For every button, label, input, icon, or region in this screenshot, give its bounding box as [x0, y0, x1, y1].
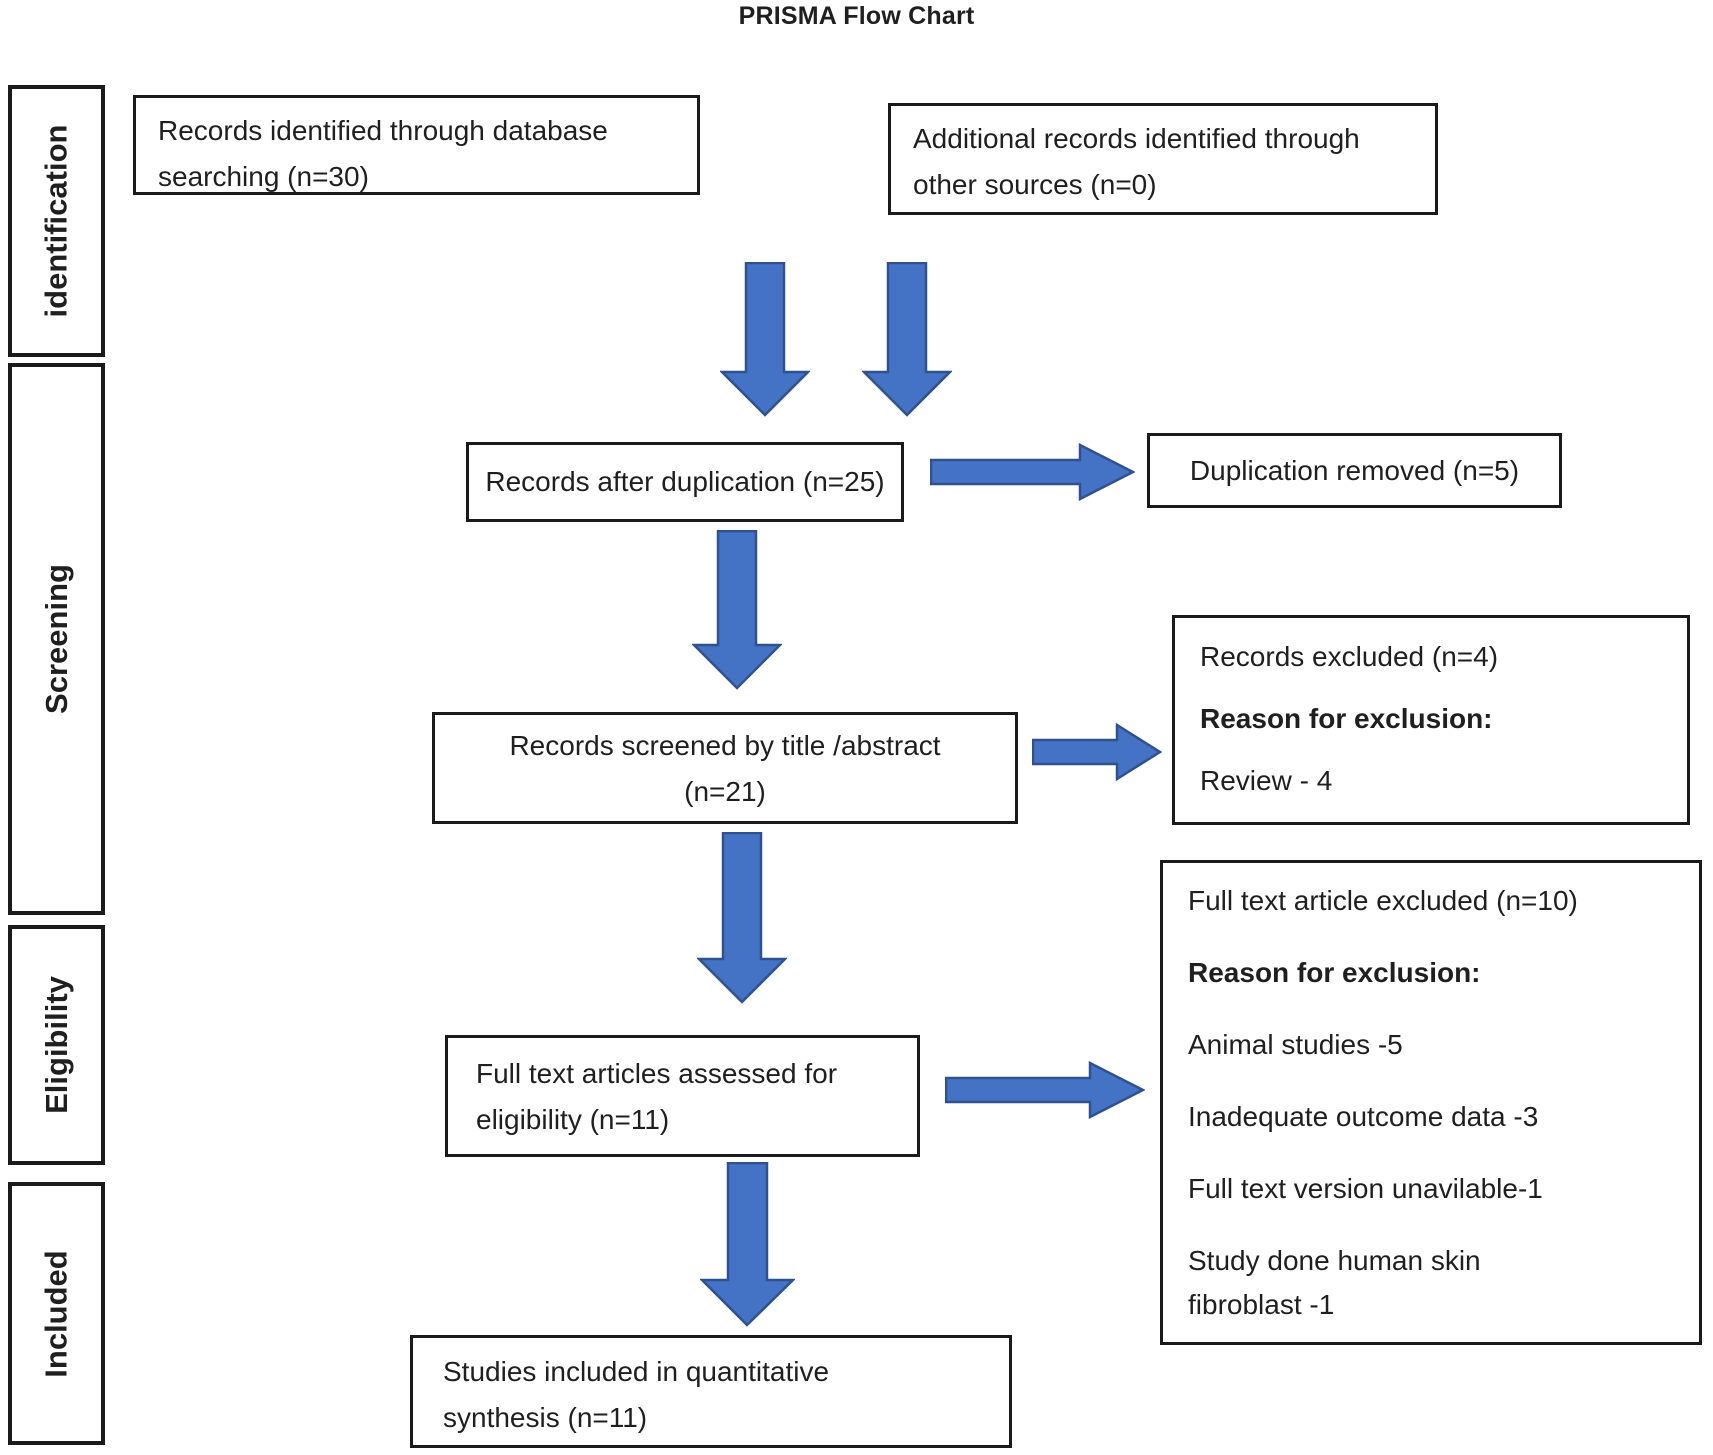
box-studies-included-line2: synthesis (n=11) — [443, 1402, 648, 1433]
box-full-text-assessed: Full text articles assessed for eligibil… — [445, 1035, 920, 1157]
box-records-screened-line1: Records screened by title /abstract — [509, 730, 941, 761]
box-full-text-assessed-line1: Full text articles assessed for — [476, 1058, 838, 1089]
box-records-excluded: Records excluded (n=4) Reason for exclus… — [1172, 615, 1690, 825]
box-records-excluded-reason-heading: Reason for exclusion: — [1200, 703, 1493, 734]
stage-box-screening: Screening — [8, 363, 105, 915]
box-full-text-excluded-reason-fibroblast: Study done human skin fibroblast -1 — [1188, 1245, 1481, 1320]
stage-label-eligibility: Eligibility — [38, 976, 74, 1114]
page-title: PRISMA Flow Chart — [738, 2, 975, 30]
down-arrow-database-to-dedup — [720, 262, 810, 417]
box-records-excluded-reason-review: Review - 4 — [1200, 765, 1333, 796]
down-arrow-fulltext-to-included — [700, 1162, 795, 1327]
stage-box-identification: identification — [8, 85, 105, 357]
box-records-excluded-title: Records excluded (n=4) — [1200, 641, 1499, 672]
box-full-text-excluded-reason-heading: Reason for exclusion: — [1188, 957, 1481, 988]
right-arrow-dedup-to-duplication-removed — [930, 443, 1135, 501]
right-arrow-fulltext-to-fulltext-excluded — [945, 1061, 1145, 1119]
box-records-identified-line1: Records identified through database — [158, 115, 608, 146]
box-studies-included-line1: Studies included in quantitative — [443, 1356, 830, 1387]
box-records-identified-line2: searching (n=30) — [158, 161, 369, 192]
box-full-text-excluded-reason-unavailable: Full text version unavilable-1 — [1188, 1173, 1543, 1204]
box-records-after-duplication: Records after duplication (n=25) — [466, 442, 904, 522]
box-records-screened-line2: (n=21) — [684, 776, 766, 807]
box-full-text-excluded-reason-animal: Animal studies -5 — [1188, 1029, 1403, 1060]
right-arrow-screened-to-records-excluded — [1032, 723, 1162, 781]
down-arrow-screened-to-fulltext — [697, 832, 787, 1004]
box-additional-records: Additional records identified through ot… — [888, 103, 1438, 215]
box-additional-records-line2: other sources (n=0) — [913, 169, 1157, 200]
box-records-identified: Records identified through database sear… — [133, 95, 700, 195]
stage-box-eligibility: Eligibility — [8, 925, 105, 1165]
down-arrow-dedup-to-screened — [692, 530, 782, 690]
box-full-text-excluded-title: Full text article excluded (n=10) — [1188, 885, 1578, 916]
box-records-after-duplication-text: Records after duplication (n=25) — [485, 466, 885, 497]
box-additional-records-line1: Additional records identified through — [913, 123, 1360, 154]
box-records-screened: Records screened by title /abstract (n=2… — [432, 712, 1018, 824]
box-full-text-excluded: Full text article excluded (n=10) Reason… — [1160, 860, 1702, 1345]
stage-box-included: Included — [8, 1182, 105, 1445]
down-arrow-other-sources-to-dedup — [862, 262, 952, 417]
box-full-text-assessed-line2: eligibility (n=11) — [476, 1104, 670, 1135]
box-duplication-removed: Duplication removed (n=5) — [1147, 433, 1562, 508]
stage-label-screening: Screening — [38, 564, 74, 714]
box-full-text-excluded-reason-outcome: Inadequate outcome data -3 — [1188, 1101, 1539, 1132]
stage-label-identification: identification — [38, 124, 74, 318]
box-studies-included: Studies included in quantitative synthes… — [410, 1335, 1012, 1448]
box-duplication-removed-text: Duplication removed (n=5) — [1189, 454, 1520, 486]
stage-label-included: Included — [38, 1249, 74, 1378]
